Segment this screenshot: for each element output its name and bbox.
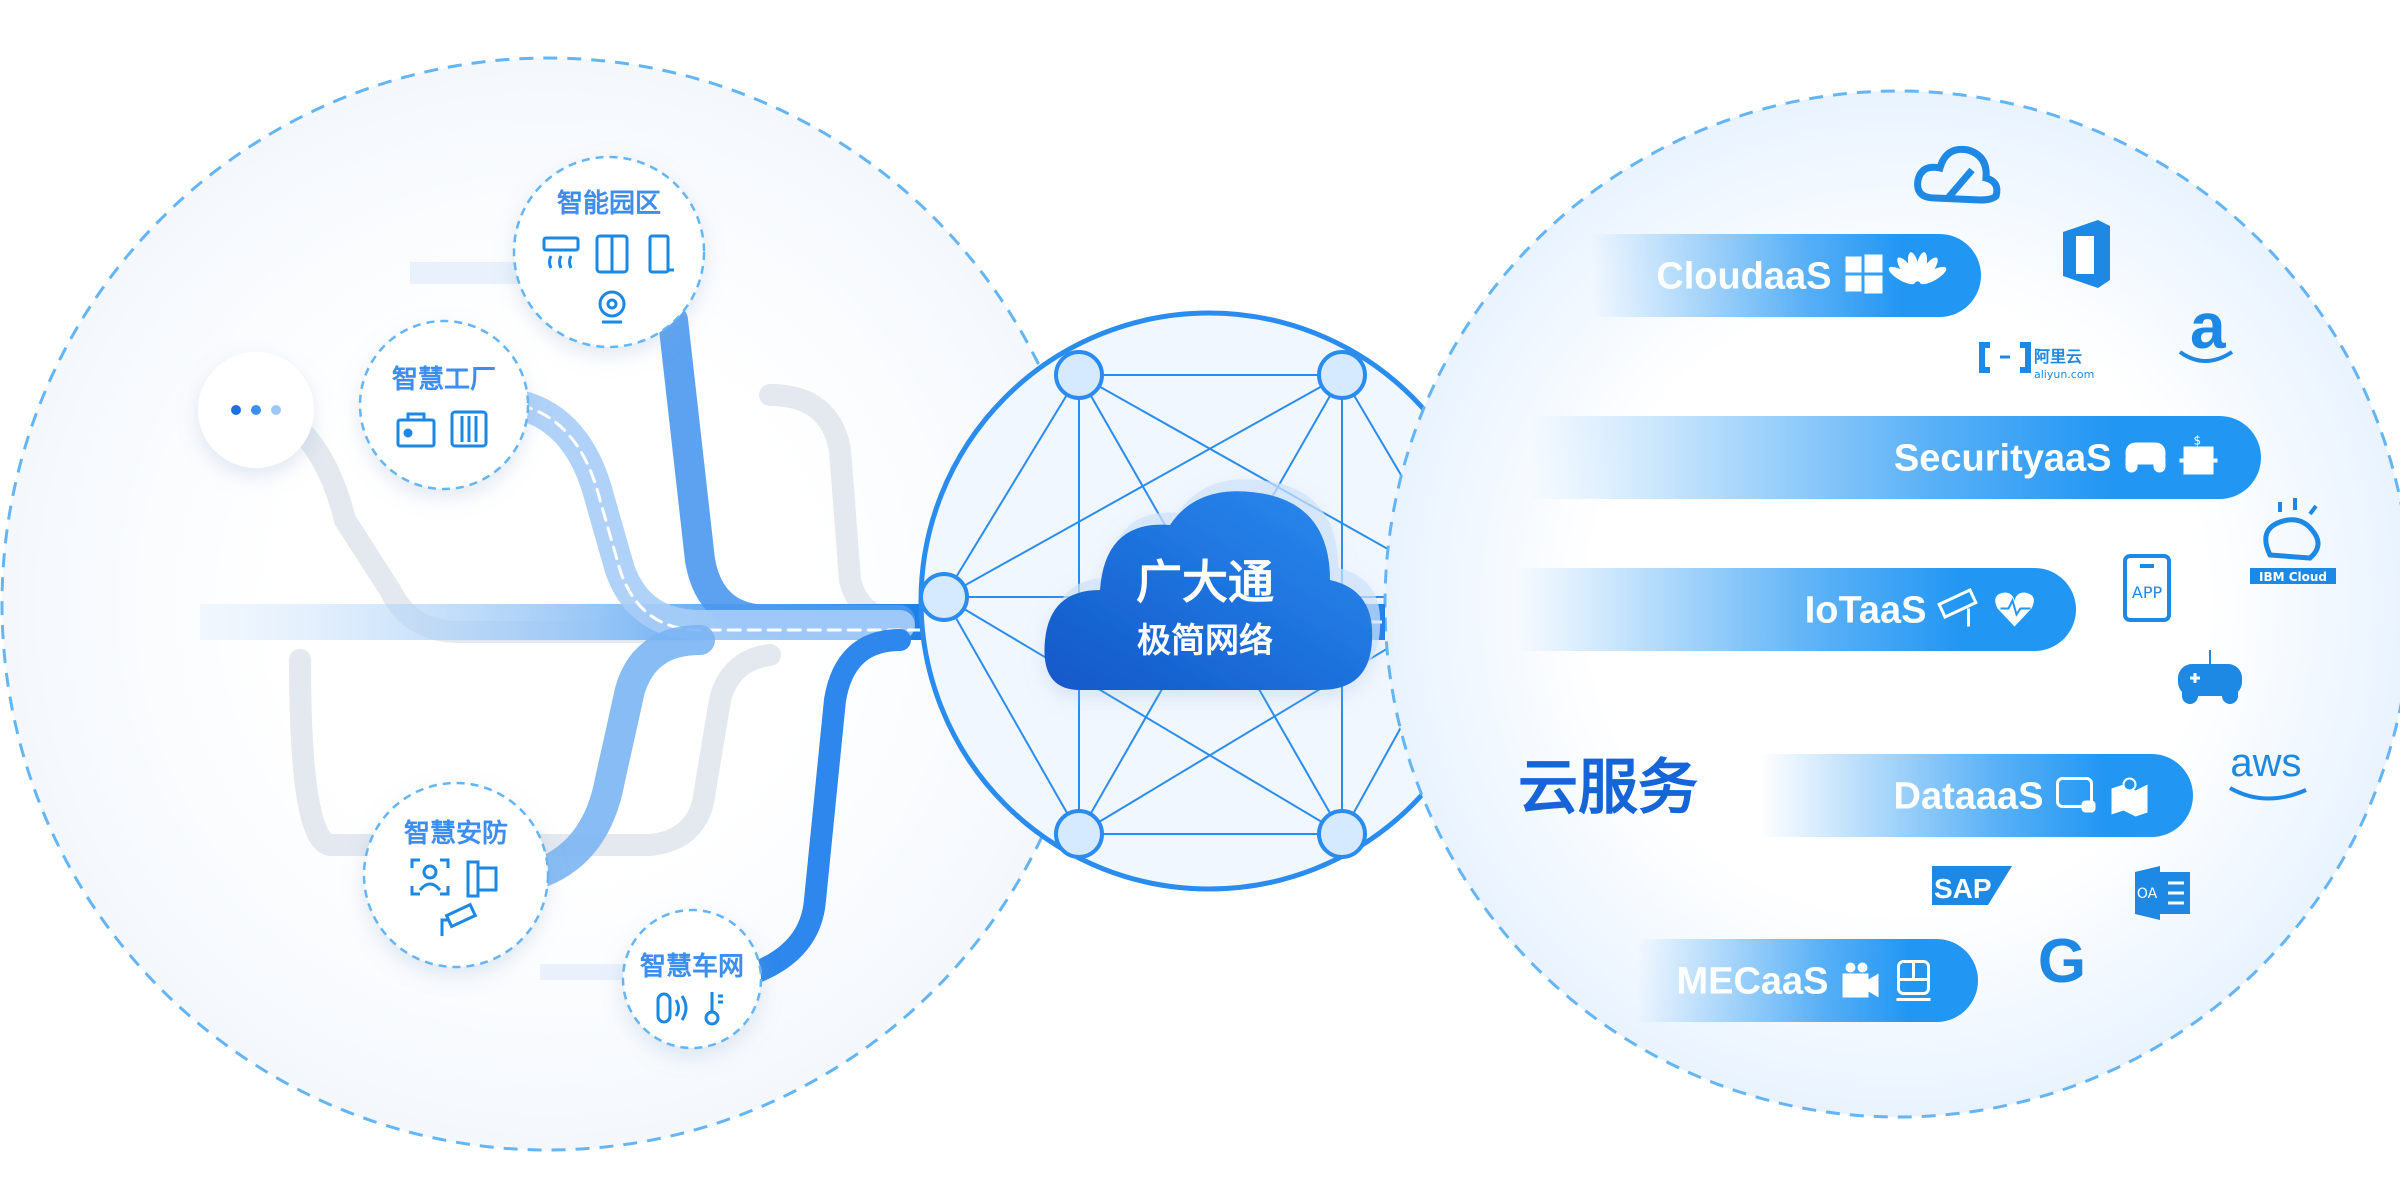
car-key-icon — [656, 992, 688, 1024]
service-pill-mecaas[interactable]: MECaaS — [1637, 939, 1978, 1022]
node-smart-vehicle[interactable]: 智慧车网 — [621, 908, 763, 1050]
pill-background — [1515, 568, 2076, 651]
service-label: IoTaaS — [1805, 590, 1927, 632]
aliyun-logo: 阿里云 aliyun.com — [1979, 342, 2094, 381]
control-panel-icon — [450, 410, 488, 448]
face-scan-icon — [410, 858, 450, 896]
vendor-logos: 阿里云 aliyun.com a APP IBM Cloud aws — [1914, 145, 2336, 996]
heart-rate-icon — [1995, 592, 2034, 627]
mesh-node — [919, 572, 969, 622]
mesh-node — [1317, 809, 1367, 859]
pill-background — [1637, 939, 1978, 1022]
svg-text:IBM Cloud: IBM Cloud — [2259, 570, 2327, 584]
service-pill-iotaas[interactable]: IoTaaS — [1515, 568, 2076, 651]
video-icon — [1842, 962, 1879, 998]
sap-logo: SAP — [1932, 866, 2012, 905]
app-logo: APP — [2123, 554, 2171, 622]
air-conditioner-icon — [542, 236, 580, 269]
bank-icon: $ — [2179, 434, 2218, 475]
node-smart-park[interactable]: 智能园区 — [512, 155, 706, 349]
pill-background — [1591, 234, 1981, 317]
branch-smart-vehicle — [746, 629, 911, 983]
ibm-cloud-logo: IBM Cloud — [2250, 498, 2336, 584]
office-logo — [2063, 220, 2110, 288]
mesh-node — [1054, 350, 1104, 400]
robot-machine-icon — [396, 412, 436, 448]
webcam-icon — [598, 290, 626, 324]
svg-text:SAP: SAP — [1934, 873, 1992, 904]
mesh-link — [943, 374, 1343, 598]
gamepad-icon — [2125, 442, 2166, 473]
camera-icon — [1937, 587, 1978, 627]
center-title: 广大通 — [1136, 555, 1274, 609]
svg-text:APP: APP — [2132, 583, 2163, 602]
service-label: MECaaS — [1676, 961, 1828, 1003]
huawei-icon — [1888, 252, 1947, 285]
svg-text:a: a — [2190, 290, 2226, 362]
service-pill-securityaas[interactable]: SecurityaaS $ — [1530, 416, 2261, 499]
train-icon — [1896, 960, 1931, 1001]
amazon-logo: a — [2178, 290, 2234, 363]
mesh-node — [1317, 350, 1367, 400]
node-label: 智慧工厂 — [392, 365, 496, 395]
game-controller-logo — [2178, 650, 2242, 704]
tencent-cloud-logo — [1914, 145, 2001, 204]
pill-background — [1760, 754, 2193, 837]
svg-text:阿里云: 阿里云 — [2034, 347, 2082, 366]
pill-background — [1530, 416, 2261, 499]
more-node[interactable] — [198, 352, 314, 468]
mesh-node — [1054, 809, 1104, 859]
service-pill-cloudaas[interactable]: CloudaaS — [1591, 234, 1981, 317]
center-cloud: 广大通 极简网络 — [1044, 479, 1381, 690]
service-label: CloudaaS — [1656, 256, 1831, 298]
service-pill-dataaas[interactable]: DataaaS — [1760, 754, 2193, 837]
branch-paths — [505, 305, 1382, 983]
fridge-icon — [595, 234, 629, 274]
branch-smart-factory-dash — [518, 403, 1382, 632]
svg-text:$: $ — [2194, 434, 2202, 448]
access-gate-icon — [466, 860, 498, 898]
windows-icon — [1845, 254, 1883, 294]
svg-text:G: G — [2038, 927, 2086, 996]
node-label: 智慧车网 — [640, 951, 744, 982]
storage-icon — [2056, 777, 2096, 813]
branch-smart-security — [528, 625, 715, 887]
node-smart-security[interactable]: 智慧安防 — [362, 781, 550, 969]
node-label: 智慧安防 — [404, 819, 508, 849]
door-lock-icon — [648, 234, 674, 274]
service-label: SecurityaaS — [1894, 438, 2112, 480]
mesh-link — [943, 596, 1080, 835]
ellipsis-icon — [231, 405, 281, 415]
svg-text:aliyun.com: aliyun.com — [2034, 368, 2094, 381]
node-label: 智能园区 — [557, 188, 661, 219]
svg-text:OA: OA — [2137, 886, 2158, 902]
node-smart-factory[interactable]: 智慧工厂 — [358, 319, 530, 491]
cctv-icon — [440, 902, 478, 936]
thermometer-icon — [704, 992, 723, 1026]
svg-text:aws: aws — [2230, 741, 2301, 785]
cloud-services-title: 云服务 — [1518, 753, 1698, 823]
google-logo: G — [2038, 927, 2086, 996]
map-icon — [2111, 777, 2148, 817]
center-subtitle: 极简网络 — [1137, 621, 1273, 661]
mesh-link — [943, 596, 1343, 835]
service-label: DataaaS — [1894, 776, 2044, 818]
mesh-link — [943, 374, 1080, 598]
aws-logo: aws — [2229, 741, 2307, 801]
oa-logo: OA — [2135, 866, 2190, 920]
